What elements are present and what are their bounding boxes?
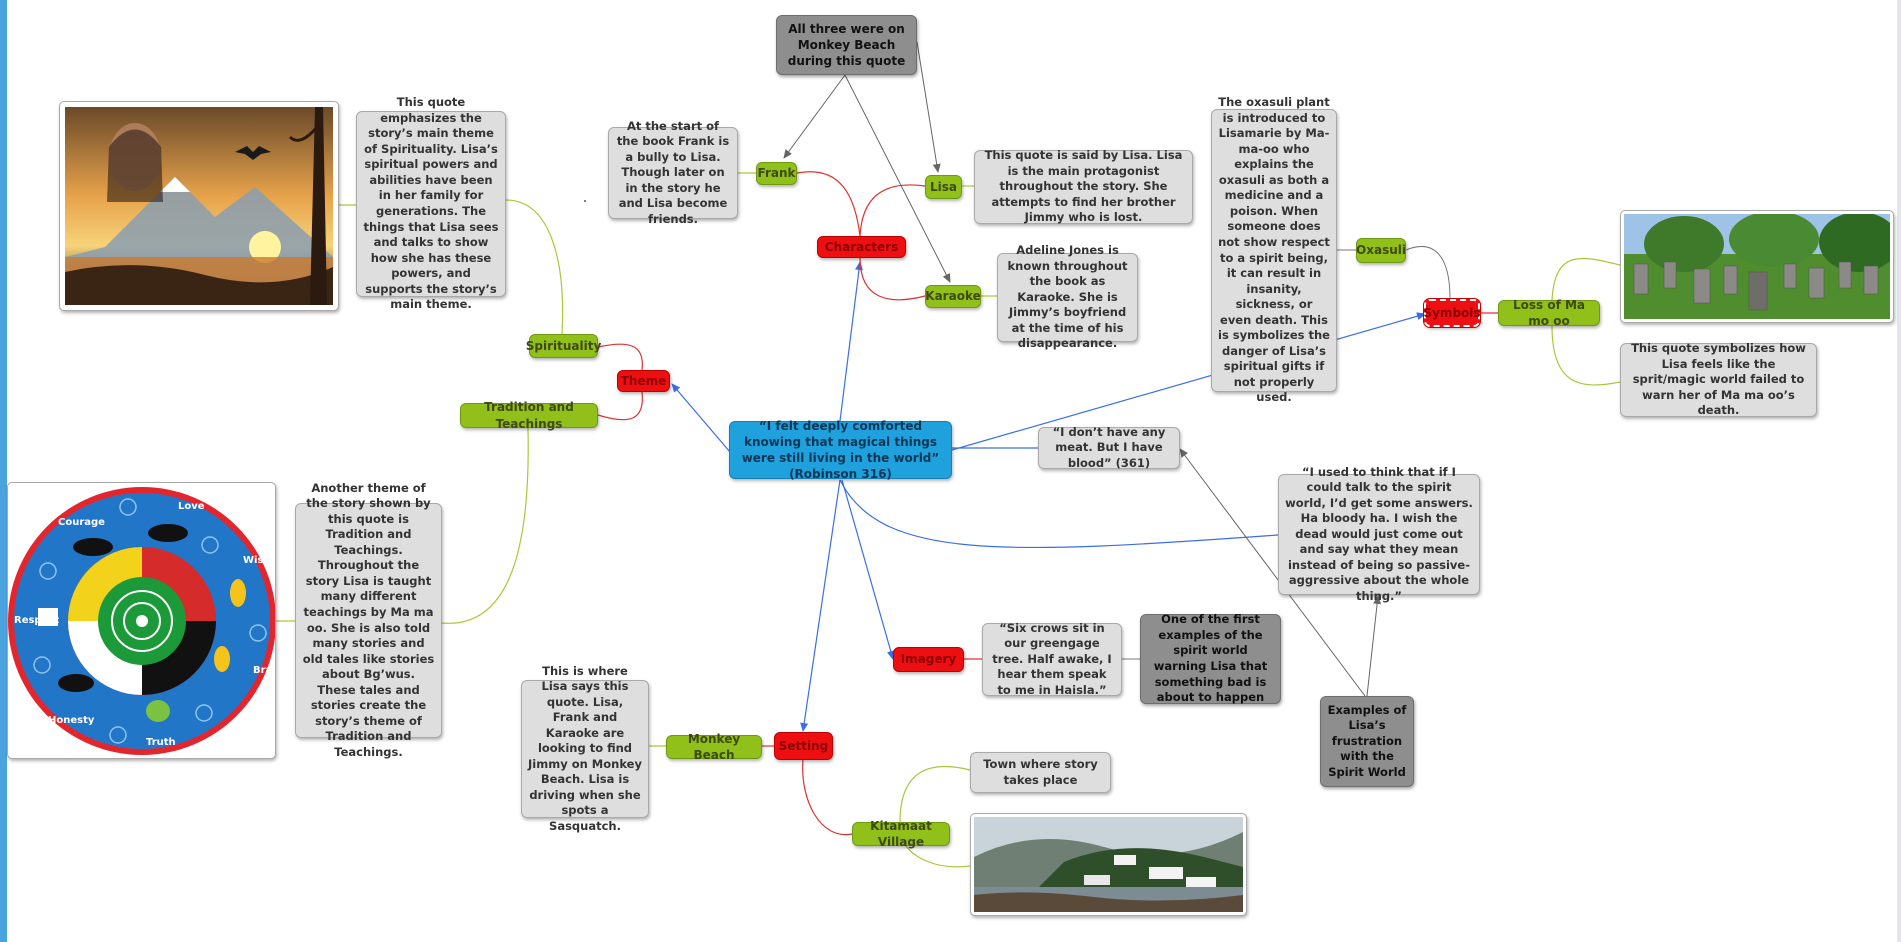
edge-allthree-karaoke xyxy=(844,74,951,283)
note-crows[interactable]: “Six crows sit in our greengage tree. Ha… xyxy=(982,621,1122,697)
note-spirituality[interactable]: This quote emphasizes the story’s main t… xyxy=(356,95,506,311)
central-quote-node[interactable]: “I felt deeply comforted knowing that ma… xyxy=(729,419,952,481)
note-lisa[interactable]: This quote is said by Lisa. Lisa is the … xyxy=(974,148,1193,224)
edge-allthree-lisa xyxy=(916,41,941,173)
subtopic-karaoke[interactable]: Karaoke xyxy=(925,285,981,308)
category-characters[interactable]: Characters xyxy=(817,236,906,258)
edge-tradition-note xyxy=(441,427,529,624)
category-imagery[interactable]: Imagery xyxy=(893,647,964,672)
wheel-label-truth: Truth xyxy=(146,737,176,748)
note-all-three[interactable]: All three were on Monkey Beach during th… xyxy=(776,15,917,75)
medicine-wheel-image[interactable]: Love Wisdom Bravery Truth Honesty Respec… xyxy=(7,482,276,759)
note-town[interactable]: Town where story takes place xyxy=(970,752,1111,793)
note-loss[interactable]: This quote symbolizes how Lisa feels lik… xyxy=(1620,341,1817,417)
wheel-label-wisdom: Wisdom xyxy=(243,555,276,566)
edge-central-setting xyxy=(800,479,841,732)
cemetery-icon xyxy=(1624,211,1893,319)
edge-symbols-oxasuli xyxy=(1405,246,1451,300)
edge-central-spirit-world xyxy=(839,479,1279,549)
edge-kitamaat-town xyxy=(899,765,971,823)
note-first-examples[interactable]: One of the first examples of the spirit … xyxy=(1140,612,1281,704)
edge-central-theme xyxy=(671,383,731,453)
note-oxasuli[interactable]: The oxasuli plant is introduced to Lisam… xyxy=(1211,95,1337,404)
subtopic-lisa[interactable]: Lisa xyxy=(925,175,962,199)
edge-central-symbols xyxy=(951,312,1426,451)
right-scrollbar[interactable] xyxy=(1897,0,1901,942)
edge-frustration-meat xyxy=(1179,448,1366,697)
subtopic-oxasuli[interactable]: Oxasuli xyxy=(1356,238,1406,263)
note-tradition[interactable]: Another theme of the story shown by this… xyxy=(295,481,442,759)
note-frustration[interactable]: Examples of Lisa’s frustration with the … xyxy=(1320,696,1414,787)
category-symbols[interactable]: Symbols xyxy=(1423,298,1481,328)
subtopic-tradition[interactable]: Tradition and Teachings xyxy=(460,400,598,431)
edge-central-characters xyxy=(839,261,863,422)
category-setting[interactable]: Setting xyxy=(774,732,833,760)
edge-characters-frank xyxy=(796,171,861,237)
wheel-label-bravery: Bravery xyxy=(253,665,276,676)
edge-loss-note xyxy=(1551,325,1621,386)
edge-central-imagery xyxy=(841,479,895,660)
note-spirit-world[interactable]: “I used to think that if I could talk to… xyxy=(1278,465,1480,603)
edge-spirituality-note xyxy=(505,199,564,335)
medicine-wheel-icon: Love Wisdom Bravery Truth Honesty Respec… xyxy=(8,487,276,755)
subtopic-loss[interactable]: Loss of Ma mo oo xyxy=(1498,298,1600,328)
wheel-label-love: Love xyxy=(178,501,205,512)
edge-frustration-spirit xyxy=(1366,595,1382,697)
edge-allthree-frank xyxy=(783,74,846,159)
subtopic-spirituality[interactable]: Spirituality xyxy=(526,334,601,358)
edge-theme-tradition xyxy=(597,391,643,421)
edge-setting-kitamaat xyxy=(802,759,853,836)
subtopic-kitamaat-village[interactable]: Kitamaat Village xyxy=(852,819,950,849)
cemetery-photo[interactable] xyxy=(1620,210,1894,323)
wheel-label-honesty: Honesty xyxy=(48,715,95,726)
note-monkey-beach[interactable]: This is where Lisa says this quote. Lisa… xyxy=(521,664,649,833)
edge-characters-lisa xyxy=(859,184,926,237)
spirit-woman-eagle-icon xyxy=(65,107,333,305)
wheel-label-courage: Courage xyxy=(58,517,105,528)
note-karaoke[interactable]: Adeline Jones is known throughout the bo… xyxy=(997,243,1138,350)
note-frank[interactable]: At the start of the book Frank is a bull… xyxy=(608,119,738,226)
edge-loss-cemetery xyxy=(1551,257,1621,301)
kitamaat-village-photo[interactable] xyxy=(970,813,1247,916)
edge-theme-spirituality xyxy=(597,343,643,371)
subtopic-frank[interactable]: Frank xyxy=(756,162,797,185)
stray-dot xyxy=(584,200,586,202)
subtopic-monkey-beach[interactable]: Monkey Beach xyxy=(666,732,762,762)
left-window-edge xyxy=(0,0,7,942)
wheel-label-respect: Respect xyxy=(14,615,59,626)
edge-characters-karaoke xyxy=(859,257,926,301)
category-theme[interactable]: Theme xyxy=(617,370,670,392)
note-meat[interactable]: “I don’t have any meat. But I have blood… xyxy=(1038,425,1180,470)
spirit-woman-eagle-painting[interactable] xyxy=(59,101,339,311)
kitamaat-village-icon xyxy=(974,817,1243,912)
